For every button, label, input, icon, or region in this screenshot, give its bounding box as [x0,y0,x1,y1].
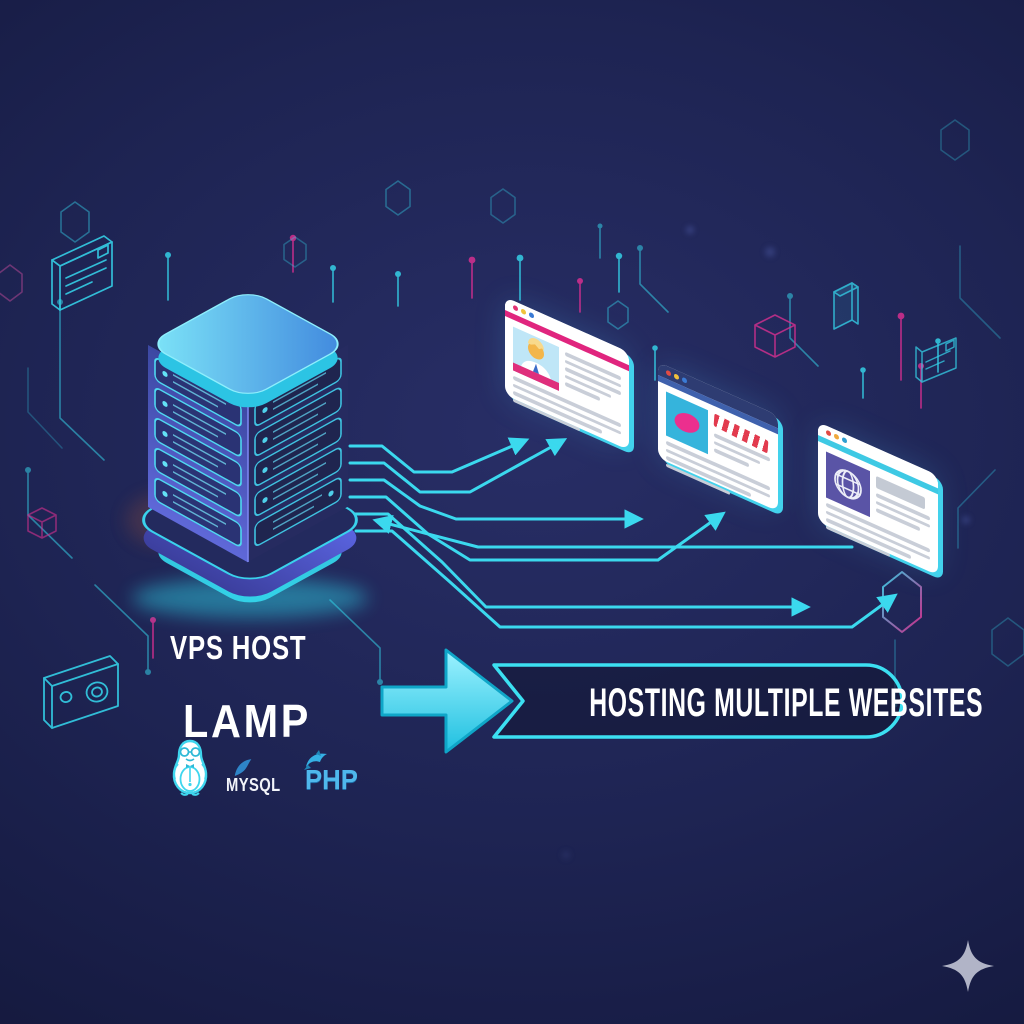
page-content [818,441,938,587]
arrow-horizontal-mid [348,478,644,529]
php-tech: PHP [303,750,363,796]
globe-icon [834,469,862,500]
slab-icon [833,282,859,330]
connection-arrows [348,437,898,629]
arrow-to-website-2 [348,495,726,562]
stack-name: LAMP [183,695,312,747]
mysql-tech: MYSQL [226,759,293,796]
mysql-label: MYSQL [226,775,281,795]
cube-wireframe-icons [27,282,859,539]
person-avatar-图 [513,326,559,392]
window-dot-icon [682,376,687,384]
envelope-3d-icon [51,235,113,311]
globe-panel [826,451,870,518]
window-dot-icon [826,429,831,437]
php-label: PHP [304,764,358,795]
arrow-to-website-1b [348,438,568,494]
stack-technology-row: MYSQL PHP [166,738,362,796]
banner-outline [492,663,904,739]
window-dot-icon [513,304,518,312]
server-title: VPS HOST [170,629,307,666]
server-right-face [248,344,348,562]
php-dolphin-icon [303,750,331,775]
hexagon-outlines [0,119,1024,667]
website-window-3 [818,422,938,576]
page-content [505,316,629,462]
sparkle-icon [942,940,994,992]
tux-penguin-icon [172,739,208,796]
window-dot-icon [842,436,847,444]
linux-tech [166,738,214,796]
mysql-leaf-icon [234,757,252,784]
window-dot-icon [521,308,526,316]
window-dot-icon [666,369,671,377]
flow-arrow [380,648,514,754]
camera-3d-icon [43,655,119,729]
window-dot-icon [529,311,534,319]
arrow-to-website-3 [354,529,898,629]
window-dot-icon [834,433,839,441]
circuit-pins-magenta [150,234,924,659]
arrow-horizontal-low [348,512,811,617]
bokeh-dots [562,226,970,859]
arrow-back-to-server [372,514,854,549]
server-top-face [157,294,339,394]
envelope-3d-icon-small [915,337,957,383]
website-window-1 [505,297,629,451]
window-dot-icon [674,373,679,381]
server-illustration [126,294,368,618]
arrow-to-website-1a [348,437,530,474]
banner-title: HOSTING MULTIPLE WEBSITES [589,681,984,725]
